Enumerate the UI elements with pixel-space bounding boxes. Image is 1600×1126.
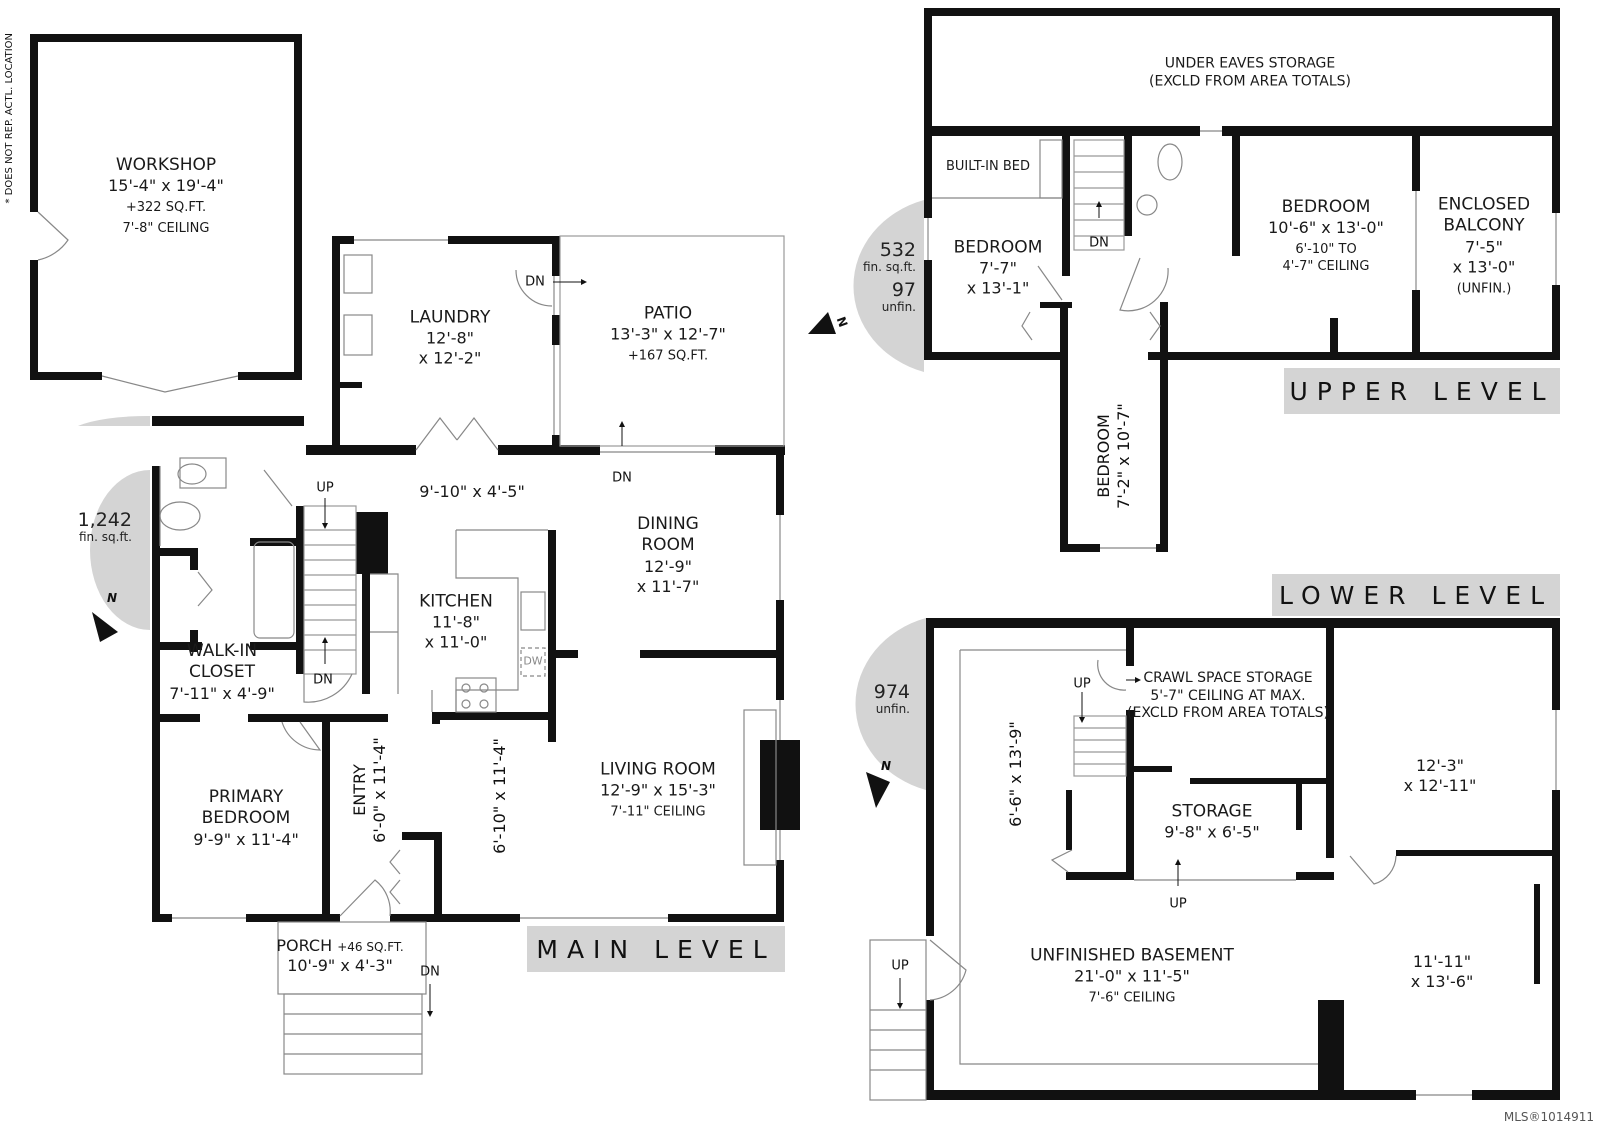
room-under-eaves: UNDER EAVES STORAGE (EXCLD FROM AREA TOT… <box>1149 55 1351 90</box>
upper-level-banner: UPPER LEVEL <box>1284 368 1560 414</box>
room-walkin-closet: WALK-IN CLOSET 7'-11" x 4'-9" <box>169 640 275 703</box>
room-hall-2: 6'-10" x 11'-4" <box>490 738 509 854</box>
upper-area-badge: 532 fin. sq.ft. 97 unfin. <box>862 239 916 314</box>
room-lower-hall: 6'-6" x 13'-9" <box>1006 721 1025 827</box>
storage-up-label: UP <box>1169 896 1187 912</box>
upper-stairs-down-label: DN <box>1089 235 1109 251</box>
main-level-banner: MAIN LEVEL <box>527 926 785 972</box>
room-bedroom-c: BEDROOM 7'-2" x 10'-7" <box>1094 403 1133 509</box>
room-enclosed-balcony: ENCLOSED BALCONY 7'-5" x 13'-0" (UNFIN.) <box>1437 194 1531 297</box>
stairs-down-label: DN <box>313 672 333 688</box>
room-workshop: WORKSHOP 15'-4" x 19'-4" +322 SQ.FT. 7'-… <box>108 155 224 236</box>
north-label-main: N <box>106 591 118 605</box>
stairs-up-label: UP <box>316 480 334 496</box>
room-northeast: 12'-3" x 12'-11" <box>1403 756 1477 795</box>
exterior-stairs-up-label: UP <box>891 958 909 974</box>
room-entry: ENTRY 6'-0" x 11'-4" <box>350 737 389 843</box>
room-patio: PATIO 13'-3" x 12'-7" +167 SQ.FT. <box>610 303 726 364</box>
room-crawl-space: CRAWL SPACE STORAGE 5'-7" CEILING AT MAX… <box>1127 669 1329 721</box>
room-primary-bedroom: PRIMARY BEDROOM 9'-9" x 11'-4" <box>193 786 299 849</box>
patio-down-label: DN <box>612 470 632 486</box>
lower-level-banner: LOWER LEVEL <box>1272 574 1560 616</box>
disclaimer-text: * DOES NOT REP. ACTL. LOCATION <box>3 32 15 204</box>
lower-stairs-up-label: UP <box>1073 676 1091 692</box>
room-kitchen: KITCHEN 11'-8" x 11'-0" <box>419 591 493 652</box>
room-unfinished-basement: UNFINISHED BASEMENT 21'-0" x 11'-5" 7'-6… <box>1030 945 1234 1006</box>
north-label-lower: N <box>880 759 892 773</box>
room-southeast: 11'-11" x 13'-6" <box>1410 952 1474 991</box>
room-bedroom-a: BEDROOM 7'-7" x 13'-1" <box>953 237 1043 298</box>
main-area-badge: 1,242 fin. sq.ft. <box>77 509 132 544</box>
room-living: LIVING ROOM 12'-9" x 15'-3" 7'-11" CEILI… <box>600 759 716 820</box>
room-dining: DINING ROOM 12'-9" x 11'-7" <box>636 513 700 596</box>
room-built-in-bed: BUILT-IN BED <box>946 158 1030 174</box>
lower-area-badge: 974 unfin. <box>873 681 910 716</box>
dishwasher-label: DW <box>523 654 543 668</box>
laundry-down-label: DN <box>525 274 545 290</box>
room-laundry: LAUNDRY 12'-8" x 12'-2" <box>409 307 491 368</box>
room-storage: STORAGE 9'-8" x 6'-5" <box>1164 801 1260 842</box>
room-bedroom-b: BEDROOM 10'-6" x 13'-0" 6'-10" TO 4'-7" … <box>1268 197 1384 274</box>
room-porch: PORCH +46 SQ.FT. 10'-9" x 4'-3" <box>276 936 404 975</box>
room-hall: 9'-10" x 4'-5" <box>419 482 525 501</box>
mls-watermark: MLS®1014911 <box>1503 1110 1594 1124</box>
porch-down-label: DN <box>420 964 440 980</box>
